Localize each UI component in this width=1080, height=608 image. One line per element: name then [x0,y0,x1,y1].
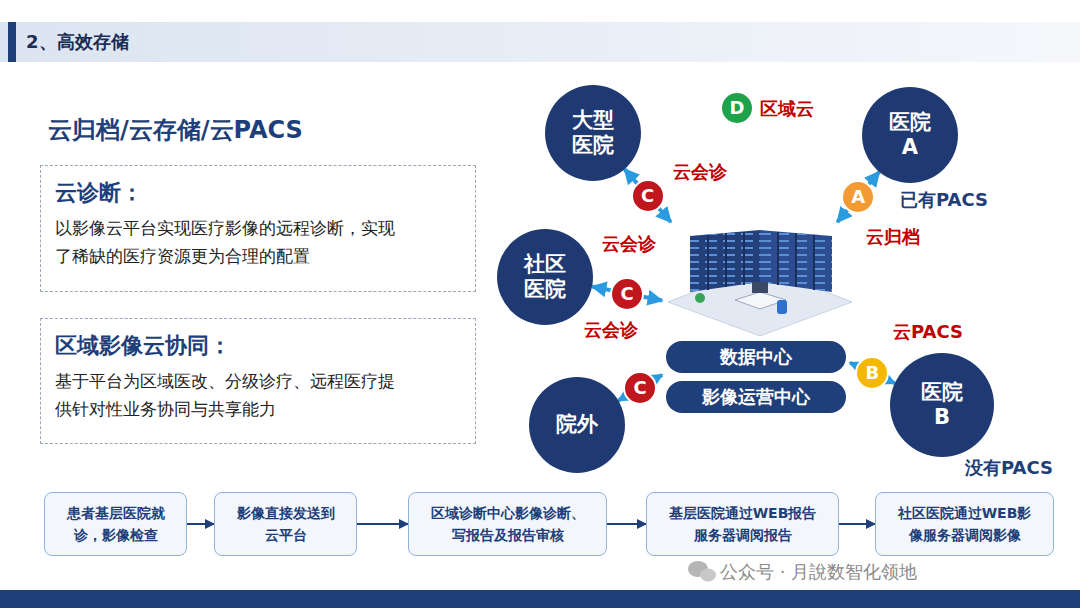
site-name: 医院 A [885,110,935,160]
connector-arrow [625,169,671,222]
connector-arrow [187,523,214,525]
process-text: 患者基层医院就 诊，影像检查 [66,502,166,547]
service-label: 云会诊 [602,232,656,256]
connector-arrow [357,523,408,525]
service-label: 云会诊 [584,318,638,342]
panel-body: 基于平台为区域医改、分级诊疗、远程医疗提 供针对性业务协同与共享能力 [55,367,461,423]
site-name: 社区 医院 [520,252,570,302]
info-panel: 区域影像云协同： 基于平台为区域医改、分级诊疗、远程医疗提 供针对性业务协同与共享… [40,318,476,444]
connector-arrow [837,172,879,222]
wechat-icon [688,561,716,582]
service-label: 云PACS [893,320,963,344]
center-pill: 影像运营中心 [666,381,846,413]
process-box: 影像直接发送到 云平台 [214,492,357,556]
connector-arrow [839,523,875,525]
site-circle: 医院 A [862,87,958,183]
header-band [0,22,1080,62]
process-text: 区域诊断中心影像诊断、 写报告及报告审核 [430,502,586,547]
process-box: 社区医院通过WEB影 像服务器调阅影像 [875,492,1054,556]
process-text: 基层医院通过WEB报告 服务器调阅报告 [668,502,818,547]
process-box: 基层医院通过WEB报告 服务器调阅报告 [646,492,839,556]
watermark: 公众号 · 月說数智化领地 [720,560,917,584]
service-label: 区域云 [760,97,814,121]
site-name: 医院 B [917,380,967,430]
site-circle: 院外 [529,377,625,473]
panel-heading: 云诊断： [55,178,461,208]
service-label: 云归档 [866,225,920,249]
center-pill: 数据中心 [666,341,846,373]
data-center-group: 数据中心影像运营中心 [662,222,850,417]
service-label: 云会诊 [673,160,727,184]
site-circle: 医院 B [890,353,994,457]
footer-bar [0,590,1080,608]
site-name: 院外 [556,412,598,437]
header-tab [8,22,16,62]
site-circle: 社区 医院 [497,229,593,325]
process-box: 区域诊断中心影像诊断、 写报告及报告审核 [408,492,607,556]
info-panel: 云诊断： 以影像云平台实现医疗影像的远程诊断，实现 了稀缺的医疗资源更为合理的配置 [40,165,476,292]
slide-title: 2、高效存储 [26,30,129,54]
process-text: 影像直接发送到 云平台 [236,502,336,547]
site-name: 大型 医院 [568,108,618,158]
status-note: 没有PACS [965,456,1053,480]
callout-badge: A [841,180,875,214]
callout-badge: B [855,356,889,390]
site-circle: 大型 医院 [545,85,641,181]
section-heading: 云归档/云存储/云PACS [48,114,303,146]
callout-badge: D [720,91,754,125]
process-box: 患者基层医院就 诊，影像检查 [44,492,187,556]
connector-arrow [607,523,646,525]
callout-badge: C [623,371,657,405]
panel-body: 以影像云平台实现医疗影像的远程诊断，实现 了稀缺的医疗资源更为合理的配置 [55,214,461,270]
callout-badge: C [631,179,665,213]
status-note: 已有PACS [900,188,988,212]
panel-heading: 区域影像云协同： [55,331,461,361]
process-text: 社区医院通过WEB影 像服务器调阅影像 [897,502,1033,547]
callout-badge: C [610,277,644,311]
